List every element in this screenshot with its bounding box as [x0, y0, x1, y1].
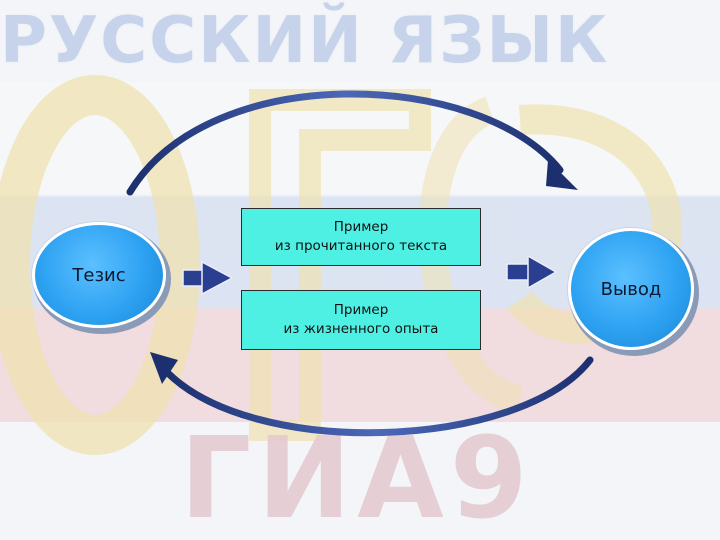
example-from-life-line1: Пример [333, 302, 389, 318]
example-from-life-line2: из жизненного опыта [283, 321, 439, 337]
top-arc-arrow [126, 90, 564, 196]
right-right-arrow [506, 254, 558, 290]
example-from-text-box: Пример из прочитанного текста [241, 208, 481, 266]
thesis-node: Тезис [32, 222, 166, 328]
thesis-label: Тезис [72, 264, 126, 286]
example-from-text-line1: Пример [333, 219, 389, 235]
bottom-arc-arrow [161, 356, 594, 437]
conclusion-node: Вывод [568, 228, 694, 350]
bottom-arc-arrowhead [150, 352, 178, 384]
left-right-arrow [182, 260, 234, 296]
conclusion-label: Вывод [600, 278, 662, 300]
example-from-text-line2: из прочитанного текста [274, 238, 448, 254]
example-from-life-box: Пример из жизненного опыта [241, 290, 481, 350]
background-bottom-text: ГИА9 [180, 418, 534, 540]
background-title-text: РУССКИЙ ЯЗЫК [0, 4, 610, 78]
top-arc-arrowhead [546, 160, 578, 190]
